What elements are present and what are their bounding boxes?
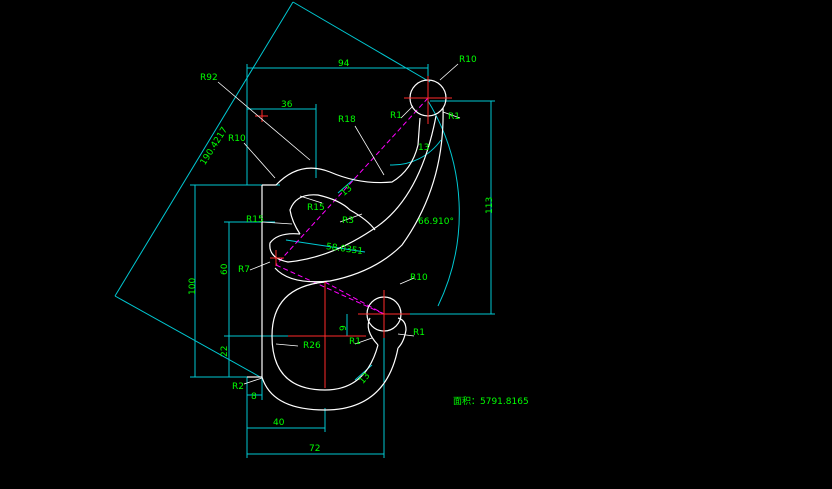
leader-r1-d bbox=[354, 337, 373, 345]
outline-lower-hook bbox=[271, 281, 379, 391]
construction-lower bbox=[275, 264, 385, 315]
outline-lower-inner-tip bbox=[367, 317, 379, 346]
label-r10-left: R10 bbox=[228, 134, 246, 144]
leader-r7 bbox=[249, 261, 271, 271]
leaders bbox=[217, 63, 461, 385]
leader-r10-low bbox=[399, 277, 415, 285]
label-r1-b: R1 bbox=[448, 112, 460, 122]
label-r18: R18 bbox=[338, 115, 356, 125]
leader-r10-left bbox=[243, 142, 276, 179]
label-72: 72 bbox=[309, 444, 320, 454]
outline-middle-lobe bbox=[289, 194, 376, 235]
label-r26: R26 bbox=[303, 341, 321, 351]
leader-r3 bbox=[339, 213, 363, 223]
label-r10-top: R10 bbox=[459, 55, 477, 65]
dim-angle-arc bbox=[427, 100, 460, 307]
label-22: 22 bbox=[220, 346, 230, 357]
outline-right-curve bbox=[274, 107, 444, 283]
label-36: 36 bbox=[281, 100, 293, 110]
outline-upper-curve bbox=[262, 117, 421, 186]
label-13-top: 13 bbox=[418, 143, 429, 153]
construction-short bbox=[324, 281, 385, 315]
leader-r1-b bbox=[442, 111, 461, 119]
area-readout: 面积：5791.8165 bbox=[453, 395, 529, 407]
dim-190-ext-bottom bbox=[114, 295, 263, 379]
label-40: 40 bbox=[273, 418, 285, 428]
leader-r15a bbox=[299, 195, 323, 204]
label-9: 9 bbox=[339, 325, 349, 331]
label-r15a: R15 bbox=[307, 203, 325, 213]
outline-inner-s bbox=[269, 115, 437, 263]
label-r3: R3 bbox=[342, 216, 354, 226]
label-r1-d: R1 bbox=[349, 337, 361, 347]
leader-r10-top bbox=[439, 63, 459, 81]
label-r2: R2 bbox=[232, 382, 244, 392]
outline-lower-tip bbox=[397, 317, 407, 349]
dim-58-line bbox=[285, 239, 366, 253]
label-r1-a: R1 bbox=[390, 111, 402, 121]
label-100: 100 bbox=[188, 278, 198, 295]
label-r7: R7 bbox=[238, 265, 250, 275]
leader-r15b bbox=[261, 221, 293, 225]
label-r92: R92 bbox=[200, 73, 218, 83]
dim-13-arc bbox=[389, 139, 442, 166]
label-8: 8 bbox=[251, 392, 257, 402]
construction-diagonal bbox=[275, 97, 429, 266]
outline-lower-outer bbox=[261, 347, 399, 411]
label-r10-low: R10 bbox=[410, 273, 428, 283]
center-marks bbox=[255, 76, 452, 388]
label-r15b: R15 bbox=[246, 215, 264, 225]
label-94: 94 bbox=[338, 59, 350, 69]
leader-r18 bbox=[354, 125, 385, 176]
label-angle: 66.910° bbox=[418, 217, 454, 227]
leader-r26 bbox=[275, 343, 299, 347]
leader-r92 bbox=[217, 81, 311, 161]
label-r1-c: R1 bbox=[413, 328, 425, 338]
dim-190-ext-top bbox=[292, 1, 431, 83]
leader-r1-c bbox=[397, 333, 415, 337]
label-113: 113 bbox=[485, 197, 495, 214]
dim-190-line bbox=[114, 1, 294, 297]
label-60: 60 bbox=[220, 263, 230, 275]
construction-lines bbox=[275, 97, 429, 315]
dim-13-mid bbox=[337, 177, 356, 194]
leader-r1-a bbox=[400, 105, 414, 119]
leader-r2 bbox=[243, 377, 263, 385]
